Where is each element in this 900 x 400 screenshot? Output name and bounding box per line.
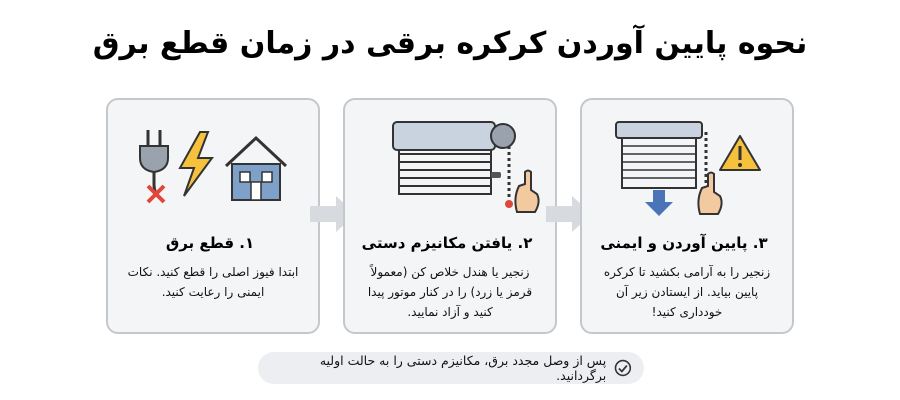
step-body-3: زنجیر را به آرامی بکشید تا کرکره پایین ب… (603, 265, 771, 319)
lower-shutter-illustration (615, 121, 761, 216)
step-card-3: ۳. پایین آوردن و ایمنی زنجیر را به آرامی… (580, 98, 794, 334)
step-heading-2: ۲. یافتن مکانیزم دستی (361, 234, 533, 252)
step-heading-3: ۳. پایین آوردن و ایمنی (600, 234, 768, 252)
step-body-1: ابتدا فیوز اصلی را قطع کنید. نکات ایمنی … (127, 265, 299, 299)
step-card-1: ۱. قطع برق ابتدا فیوز اصلی را قطع کنید. … (106, 98, 320, 334)
page-title: نحوه پایین آوردن کرکره برقی در زمان قطع … (92, 26, 808, 61)
lightning-icon (178, 131, 214, 197)
warning-icon (719, 135, 761, 171)
hand-icon (697, 171, 723, 215)
chain-icon (505, 146, 513, 208)
manual-mechanism-illustration (392, 121, 540, 213)
shutter-motor-icon (392, 121, 516, 195)
house-icon (224, 135, 288, 201)
step-card-2: ۲. یافتن مکانیزم دستی زنجیر یا هندل خلاص… (343, 98, 557, 334)
step-body-2: زنجیر یا هندل خلاص کن (معمولاً قرمز یا ز… (367, 265, 533, 319)
step-heading-1: ۱. قطع برق (165, 234, 255, 252)
reset-note: پس از وصل مجدد برق، مکانیزم دستی را به ح… (258, 352, 644, 384)
reset-note-text: پس از وصل مجدد برق، مکانیزم دستی را به ح… (319, 353, 607, 383)
check-circle-icon (614, 359, 632, 377)
shutter-icon (615, 121, 703, 189)
hand-icon (491, 169, 540, 213)
cross-icon (146, 184, 166, 204)
down-arrow-icon (645, 190, 673, 216)
power-cut-illustration (139, 130, 288, 204)
